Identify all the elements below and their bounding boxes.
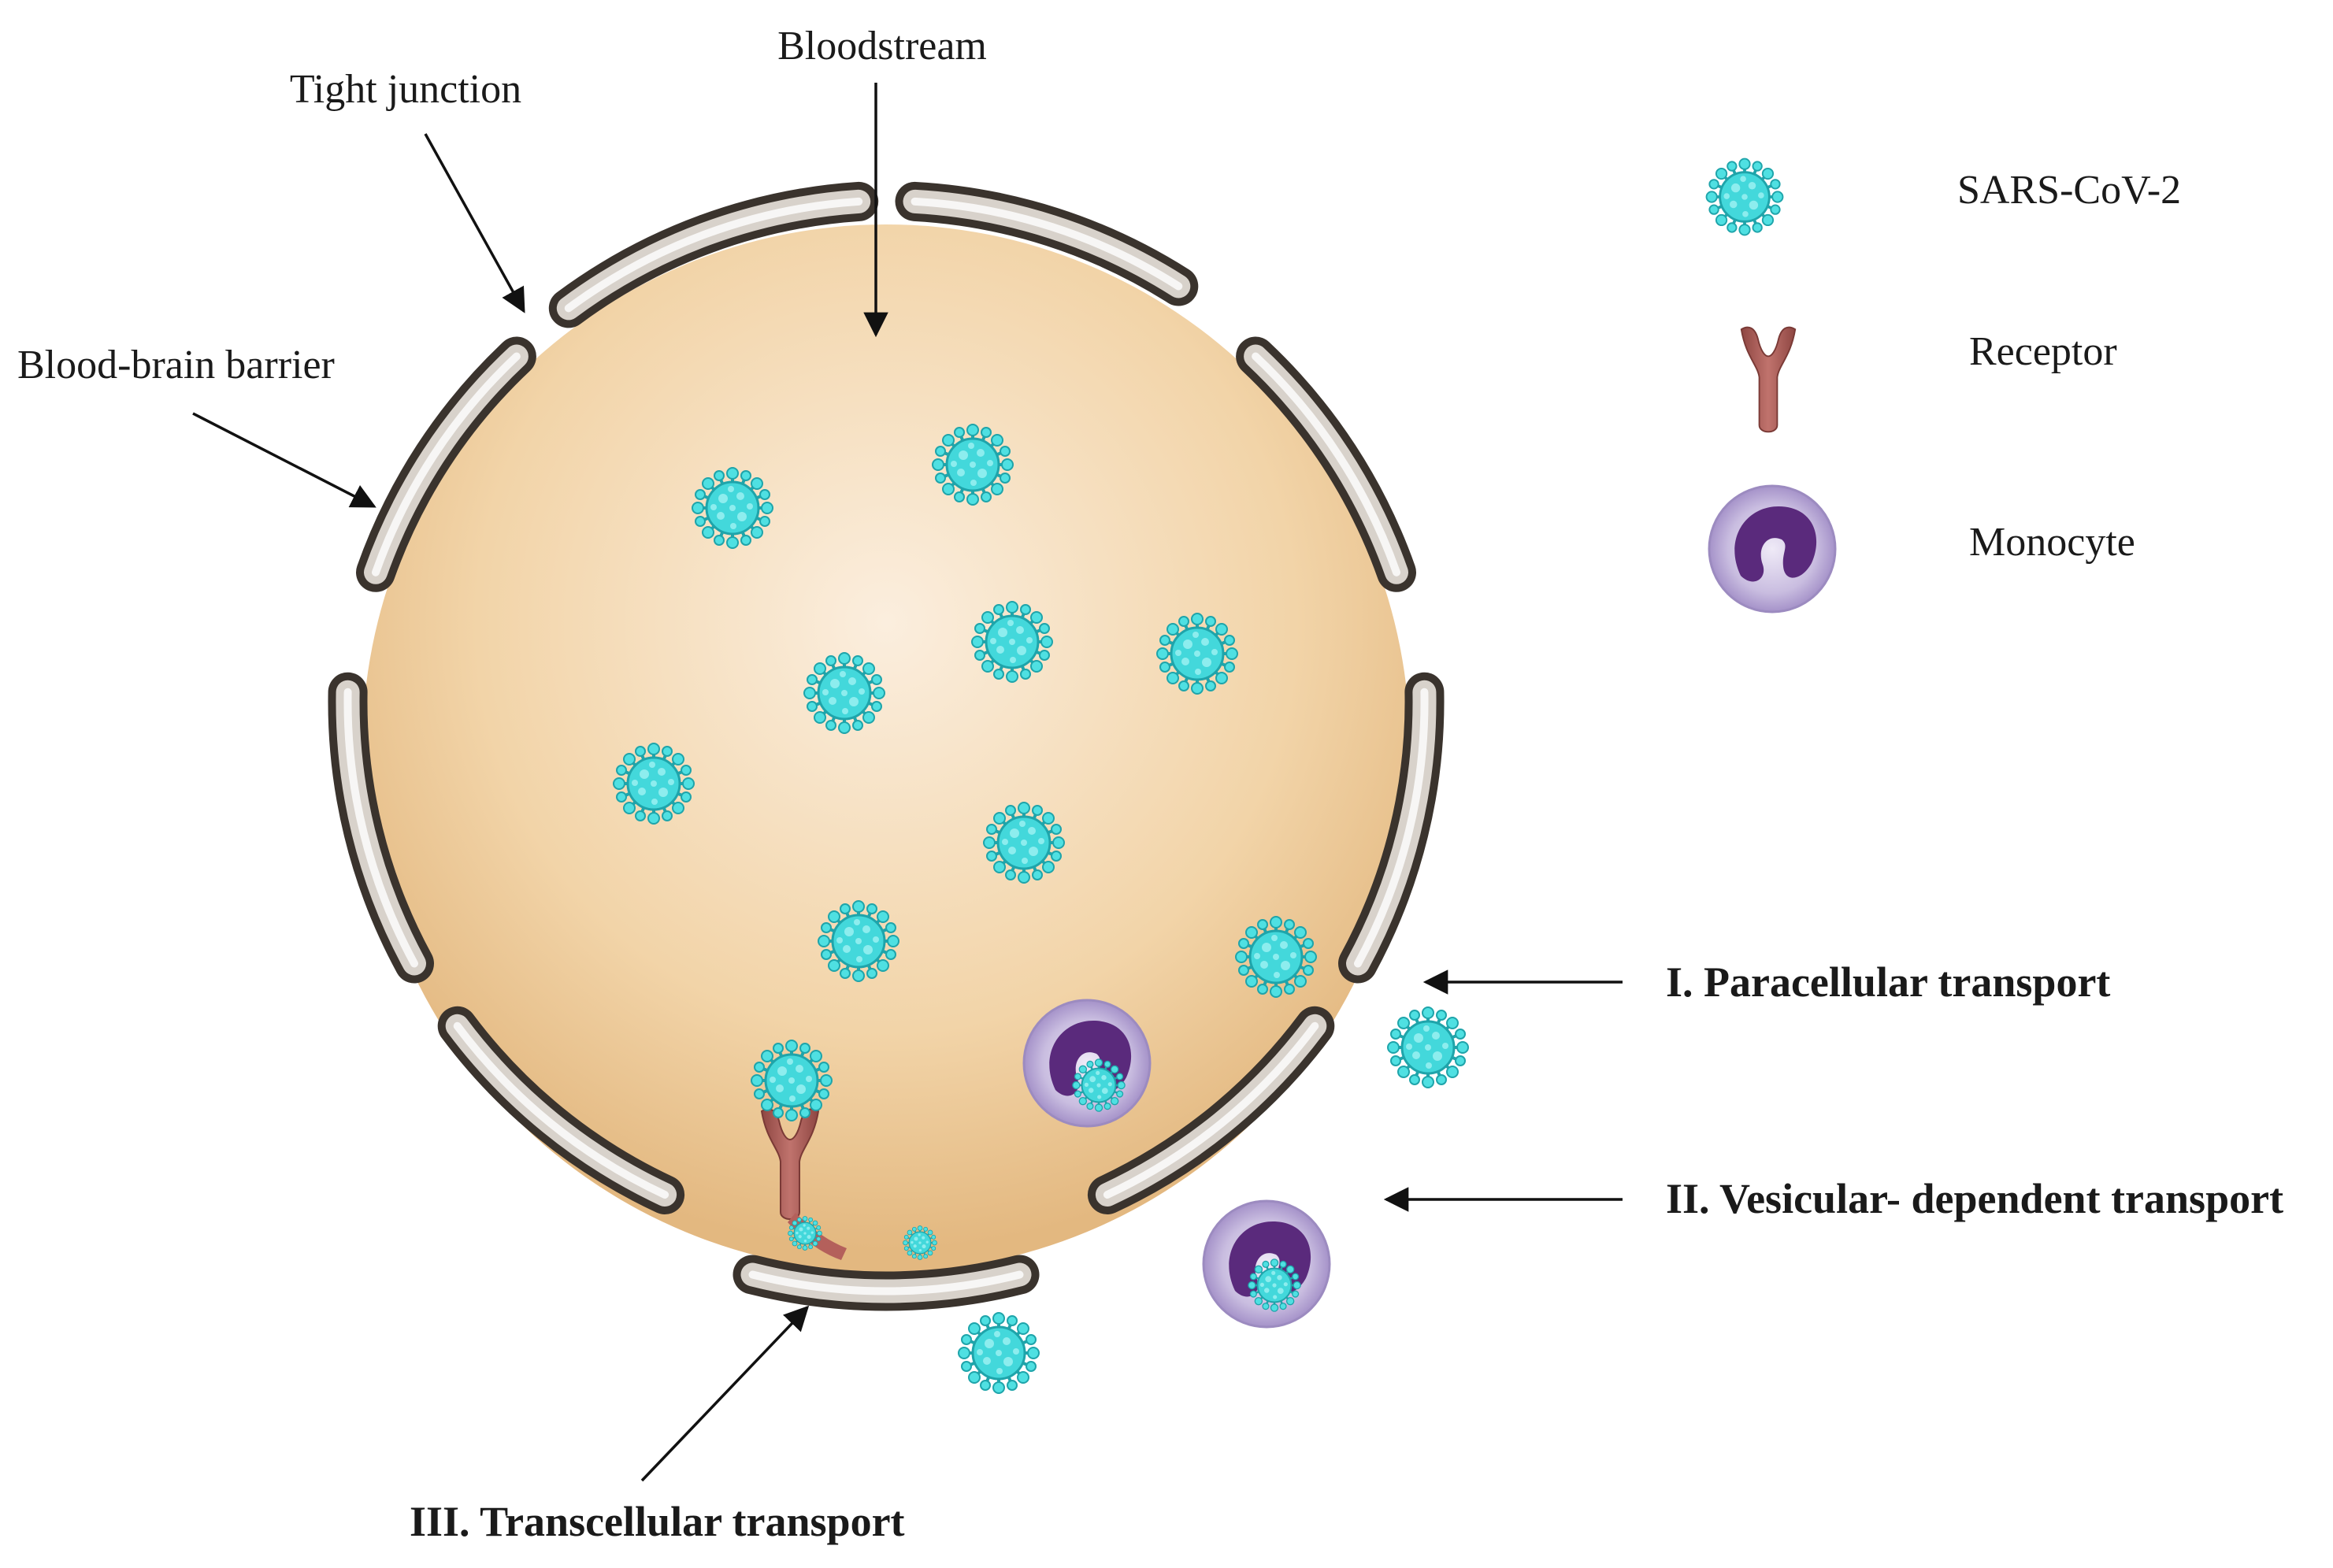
blood-brain-barrier [328,181,1445,1311]
virus-icon [817,899,900,983]
tight-junction-arrow [424,133,525,313]
transcellular-label: III. Transcellular transport [410,1498,905,1545]
virus-icon [750,1039,833,1122]
virus-icon [931,423,1014,506]
virus-icon [1071,1058,1126,1113]
bloodstream-label: Bloodstream [777,24,987,69]
virus-icon [787,1215,823,1251]
virus-icon [612,742,695,825]
legend-label-receptor: Receptor [1969,329,2117,374]
vesicular-label: II. Vesicular- dependent transport [1666,1175,2283,1222]
virus-icon [1155,612,1239,695]
virus-icon [970,600,1054,684]
virus-icon [1247,1258,1302,1313]
paracellular-label: I. Paracellular transport [1666,958,2110,1006]
tight-junction-label: Tight junction [290,67,521,112]
legend-label-monocyte: Monocyte [1969,520,2135,565]
transcellular-receptor-complex [750,1039,938,1261]
virus-icon [902,1225,938,1261]
virus-icon [1234,915,1318,999]
legend: SARS-CoV-2 Receptor Monocyte [1704,157,2181,613]
receptor-icon [1740,326,1797,433]
bbb-arrow [192,412,376,508]
virus-icon [1704,157,1785,237]
bbb-label: Blood-brain barrier [17,343,335,387]
virus-icon [1386,1006,1470,1089]
bloodstream-lumen [362,224,1410,1272]
monocyte-icon [1708,484,1837,613]
virus-icon [691,466,774,550]
virus-icon [803,651,886,735]
legend-label-virus: SARS-CoV-2 [1957,168,2181,213]
annotation-arrows [192,83,1623,1482]
transcellular-arrow [640,1305,810,1482]
virus-icon [982,801,1066,884]
virus-icon [957,1311,1040,1395]
